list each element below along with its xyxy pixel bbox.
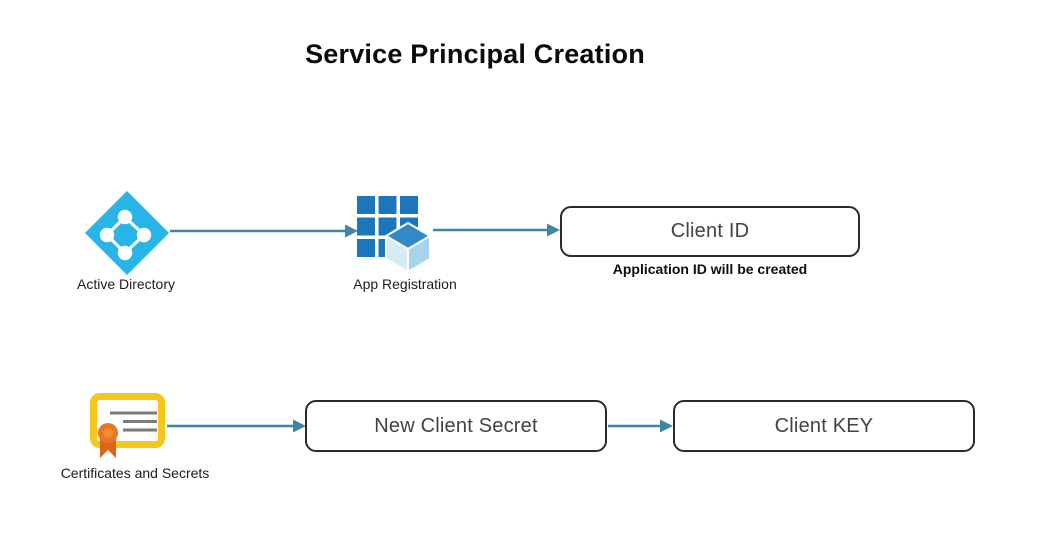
azure-active-directory-icon	[85, 191, 169, 275]
new-client-secret-label: New Client Secret	[374, 414, 538, 437]
arrow-app-registration-to-client-id	[433, 223, 560, 237]
cube-icon	[385, 222, 431, 273]
arrow-new-client-secret-to-client-key	[608, 419, 673, 433]
app-registration-label: App Registration	[353, 276, 457, 292]
certificates-and-secrets-label: Certificates and Secrets	[60, 465, 210, 481]
client-key-node: Client KEY	[673, 400, 975, 452]
page-title: Service Principal Creation	[305, 39, 645, 69]
arrowhead-icon	[547, 223, 560, 237]
client-id-label: Client ID	[670, 220, 750, 242]
client-key-label: Client KEY	[774, 414, 874, 437]
app-registration-icon	[357, 196, 431, 273]
ribbon-seal-icon	[98, 423, 118, 458]
active-directory-label: Active Directory	[76, 276, 176, 292]
client-id-node: Client ID	[560, 206, 860, 257]
certificate-icon	[90, 393, 165, 458]
arrow-active-directory-to-app-registration	[170, 224, 358, 238]
client-id-note: Application ID will be created	[612, 261, 808, 277]
arrowhead-icon	[660, 419, 673, 433]
new-client-secret-node: New Client Secret	[305, 400, 607, 452]
